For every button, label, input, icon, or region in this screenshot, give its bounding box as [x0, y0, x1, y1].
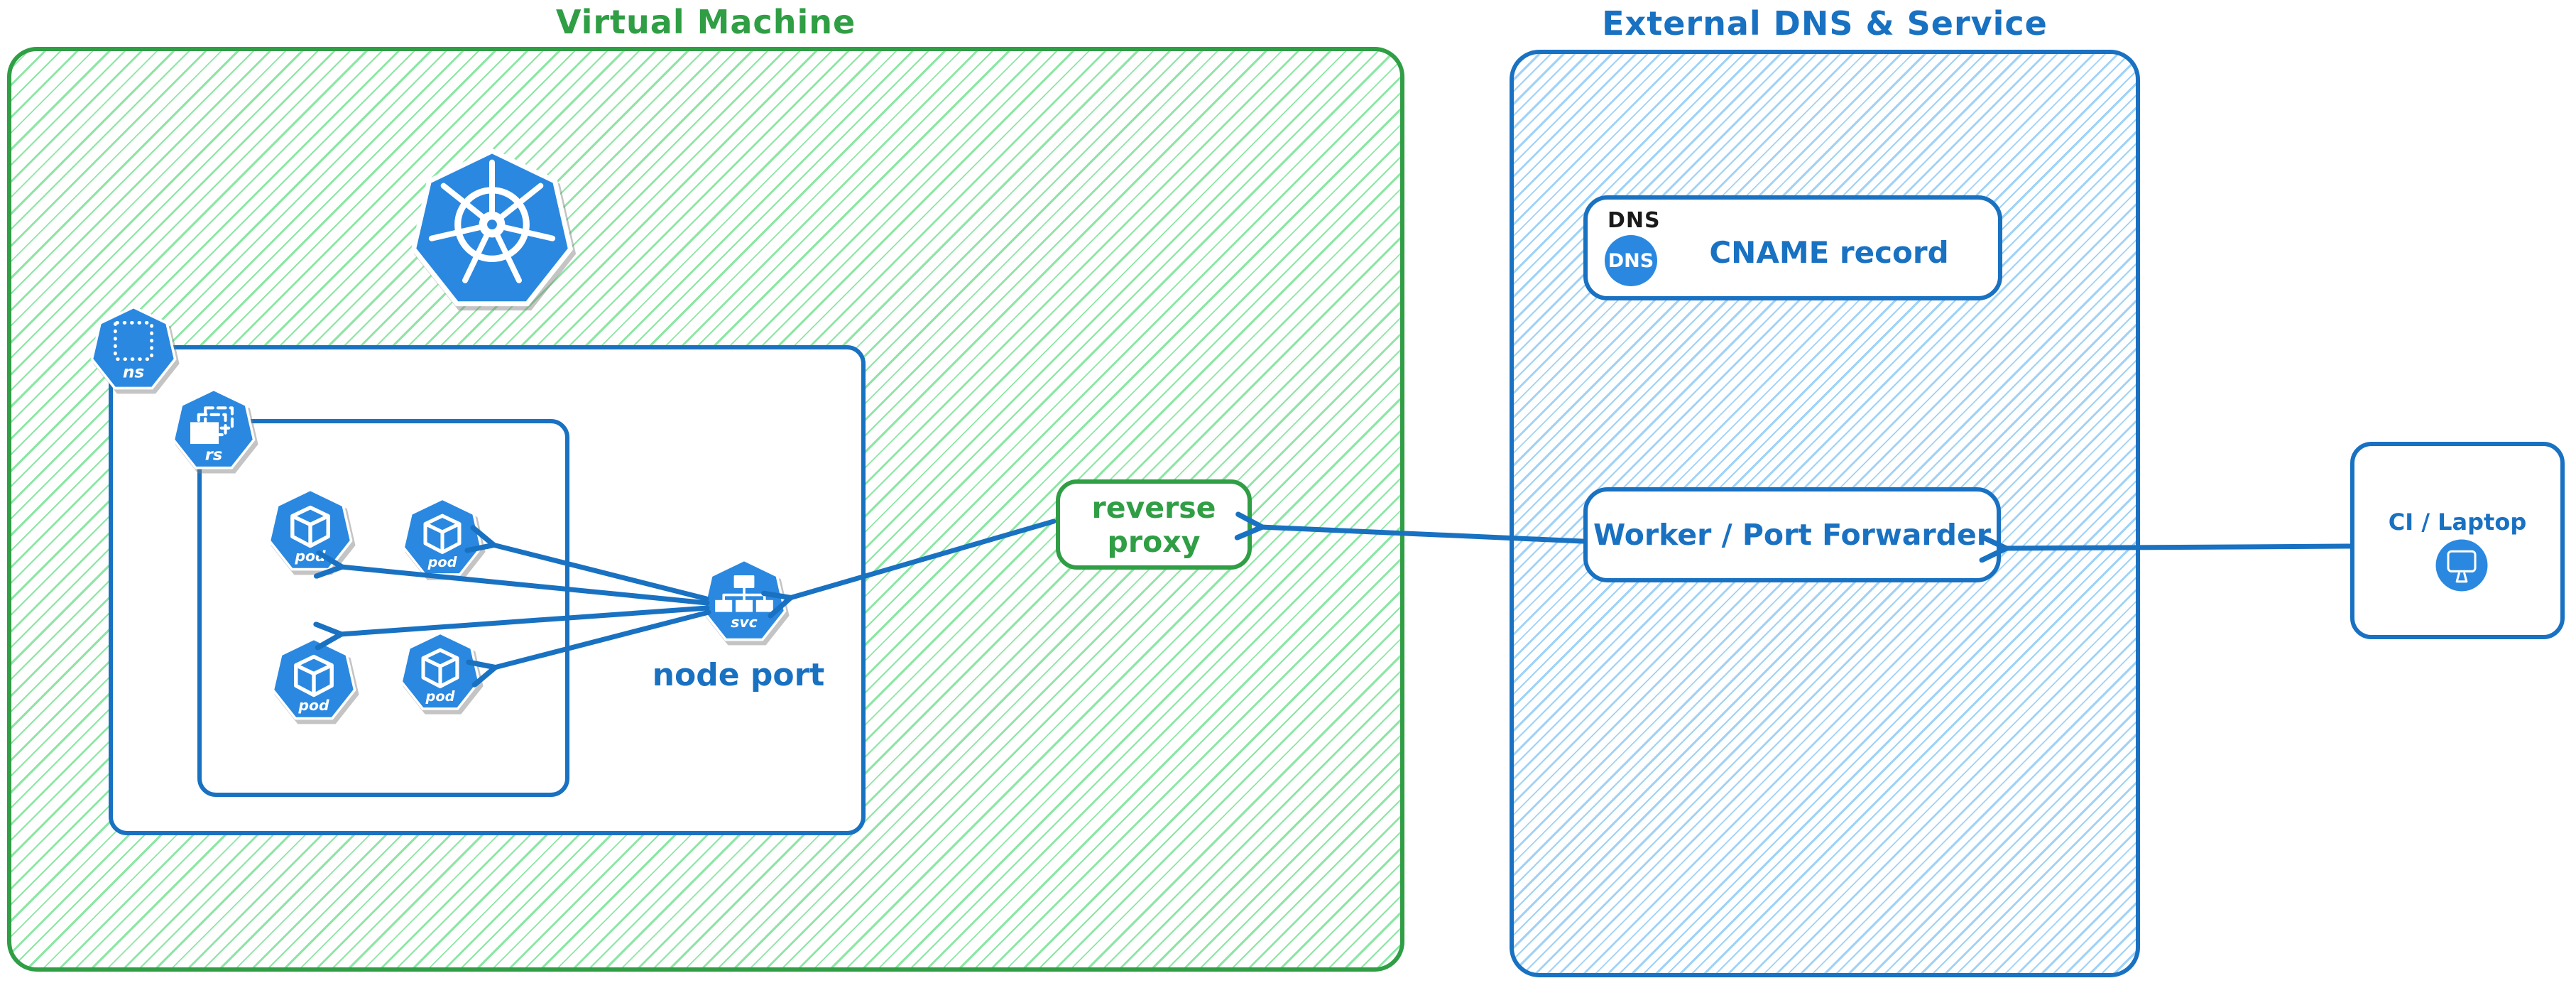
svg-text:pod: pod	[294, 548, 326, 565]
replicaset-icon: rs	[172, 388, 256, 469]
ci-laptop-label: CI / Laptop	[2388, 509, 2527, 536]
svg-text:pod: pod	[427, 554, 457, 570]
external-dns-title: External DNS & Service	[1602, 4, 2048, 43]
dns-badge-icon: DNS	[1605, 235, 1657, 286]
pod-icon: pod	[271, 637, 356, 720]
replicaset-box	[197, 419, 569, 797]
worker-port-forwarder-box: Worker / Port Forwarder	[1583, 487, 2001, 582]
pod-icon: pod	[400, 631, 481, 710]
node-port-label: node port	[652, 657, 825, 693]
namespace-icon: ns	[90, 305, 177, 390]
ci-laptop-box: CI / Laptop	[2350, 442, 2565, 639]
svg-text:svc: svc	[731, 614, 758, 631]
cname-record-label: CNAME record	[1709, 234, 1949, 270]
svg-text:pod: pod	[298, 697, 329, 714]
laptop-monitor-icon	[2435, 539, 2488, 592]
kubernetes-logo-icon	[410, 148, 574, 307]
service-icon: svc	[702, 558, 787, 641]
reverse-proxy-label: reverse proxy	[1091, 490, 1216, 559]
svg-text:pod: pod	[425, 688, 455, 705]
dns-record-card: DNS DNS CNAME record	[1583, 195, 2002, 300]
pod-icon: pod	[402, 497, 483, 576]
dns-tag-label: DNS	[1608, 208, 1661, 233]
virtual-machine-title: Virtual Machine	[555, 3, 856, 41]
svg-text:rs: rs	[205, 445, 222, 464]
reverse-proxy-box: reverse proxy	[1056, 479, 1252, 570]
pod-icon: pod	[268, 488, 353, 571]
worker-label: Worker / Port Forwarder	[1593, 518, 1992, 552]
svg-text:ns: ns	[123, 362, 144, 381]
